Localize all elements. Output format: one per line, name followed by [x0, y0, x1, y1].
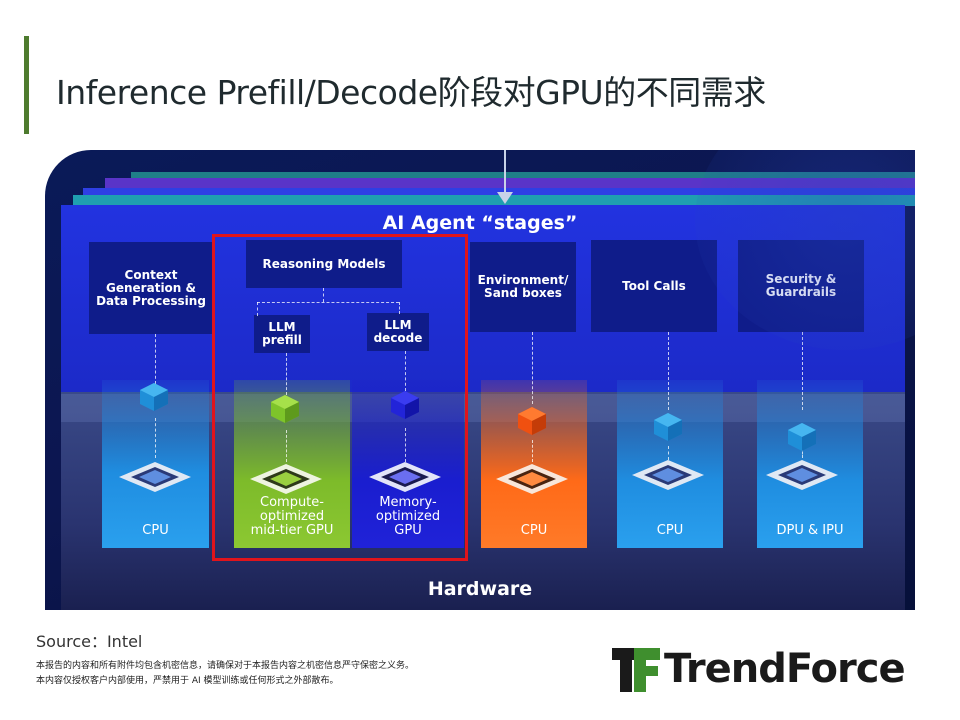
chip-icon-cpu-1: [119, 462, 191, 492]
stage-tool-calls: Tool Calls: [591, 240, 717, 332]
link-prefill-gpu: [286, 353, 287, 395]
cube-icon-dpu-ipu: [788, 423, 816, 451]
back-layer-teal: [131, 172, 915, 182]
cube-icon-compute-gpu: [271, 395, 299, 423]
trendforce-logo-text: TrendForce: [664, 646, 906, 692]
hardware-dpu-ipu: DPU & IPU: [757, 380, 863, 548]
link-tool-cpu: [668, 332, 669, 410]
input-arrow-head: [497, 192, 513, 204]
link-decode-gpu: [405, 351, 406, 391]
stage-environment-sandboxes: Environment/ Sand boxes: [470, 242, 576, 332]
link-security-dpu: [802, 332, 803, 410]
decode-connector: [399, 302, 400, 314]
chip-icon-memory-gpu: [369, 462, 441, 492]
reasoning-connector-vertical: [323, 288, 324, 302]
chip-icon-dpu-ipu: [766, 460, 838, 490]
ai-agent-diagram: AI Agent “stages” Context Generation & D…: [45, 150, 915, 610]
hardware-title: Hardware: [427, 578, 533, 600]
hardware-dpu-ipu-label: DPU & IPU: [776, 523, 844, 538]
link-environment-cpu: [532, 332, 533, 404]
prefill-connector: [257, 302, 258, 316]
chip-icon-compute-gpu: [250, 464, 322, 494]
input-arrow-line: [504, 150, 506, 200]
cube-icon-cpu-1: [140, 383, 168, 411]
stage-context-generation: Context Generation & Data Processing: [89, 242, 213, 334]
hardware-compute-gpu-label: Compute-optimized mid-tier GPU: [250, 495, 334, 538]
hardware-memory-gpu-label: Memory-optimized GPU: [375, 495, 441, 538]
hardware-cpu-2-label: CPU: [520, 523, 548, 538]
back-layer-cyan: [73, 195, 915, 206]
chip-icon-cpu-3: [632, 460, 704, 490]
hardware-cpu-3-label: CPU: [656, 523, 684, 538]
page-title: Inference Prefill/Decode阶段对GPU的不同需求: [56, 73, 766, 112]
chip-icon-cpu-2: [496, 464, 568, 494]
link-cube-chip-2: [286, 430, 287, 462]
cube-icon-cpu-3: [654, 413, 682, 441]
hardware-cpu-1-label: CPU: [142, 523, 169, 538]
highlight-box-reasoning: [212, 234, 468, 561]
disclaimer-line-1: 本报告的内容和所有附件均包含机密信息，请确保对于本报告内容之机密信息严守保密之义…: [36, 661, 415, 671]
link-cube-chip-6: [802, 448, 803, 458]
stage-llm-decode: LLM decode: [367, 313, 429, 351]
stage-reasoning-models: Reasoning Models: [246, 240, 402, 288]
trendforce-logo-icon: [612, 648, 660, 692]
link-cube-chip-3: [405, 428, 406, 462]
stage-llm-prefill: LLM prefill: [254, 315, 310, 353]
stage-security-guardrails: Security & Guardrails: [738, 240, 864, 332]
title-accent-bar: [24, 36, 29, 134]
link-context-cpu: [155, 334, 156, 384]
reasoning-connector-horizontal: [257, 302, 399, 303]
link-cube-chip-5: [668, 446, 669, 460]
link-cube-chip-1: [155, 418, 156, 458]
cube-icon-cpu-2: [518, 407, 546, 435]
stages-title: AI Agent “stages”: [382, 212, 578, 234]
source-note: Source：Intel: [36, 632, 143, 651]
cube-icon-memory-gpu: [391, 391, 419, 419]
disclaimer-line-2: 本内容仅授权客户内部使用，严禁用于 AI 模型训练或任何形式之外部散布。: [36, 676, 339, 686]
link-cube-chip-4: [532, 440, 533, 462]
